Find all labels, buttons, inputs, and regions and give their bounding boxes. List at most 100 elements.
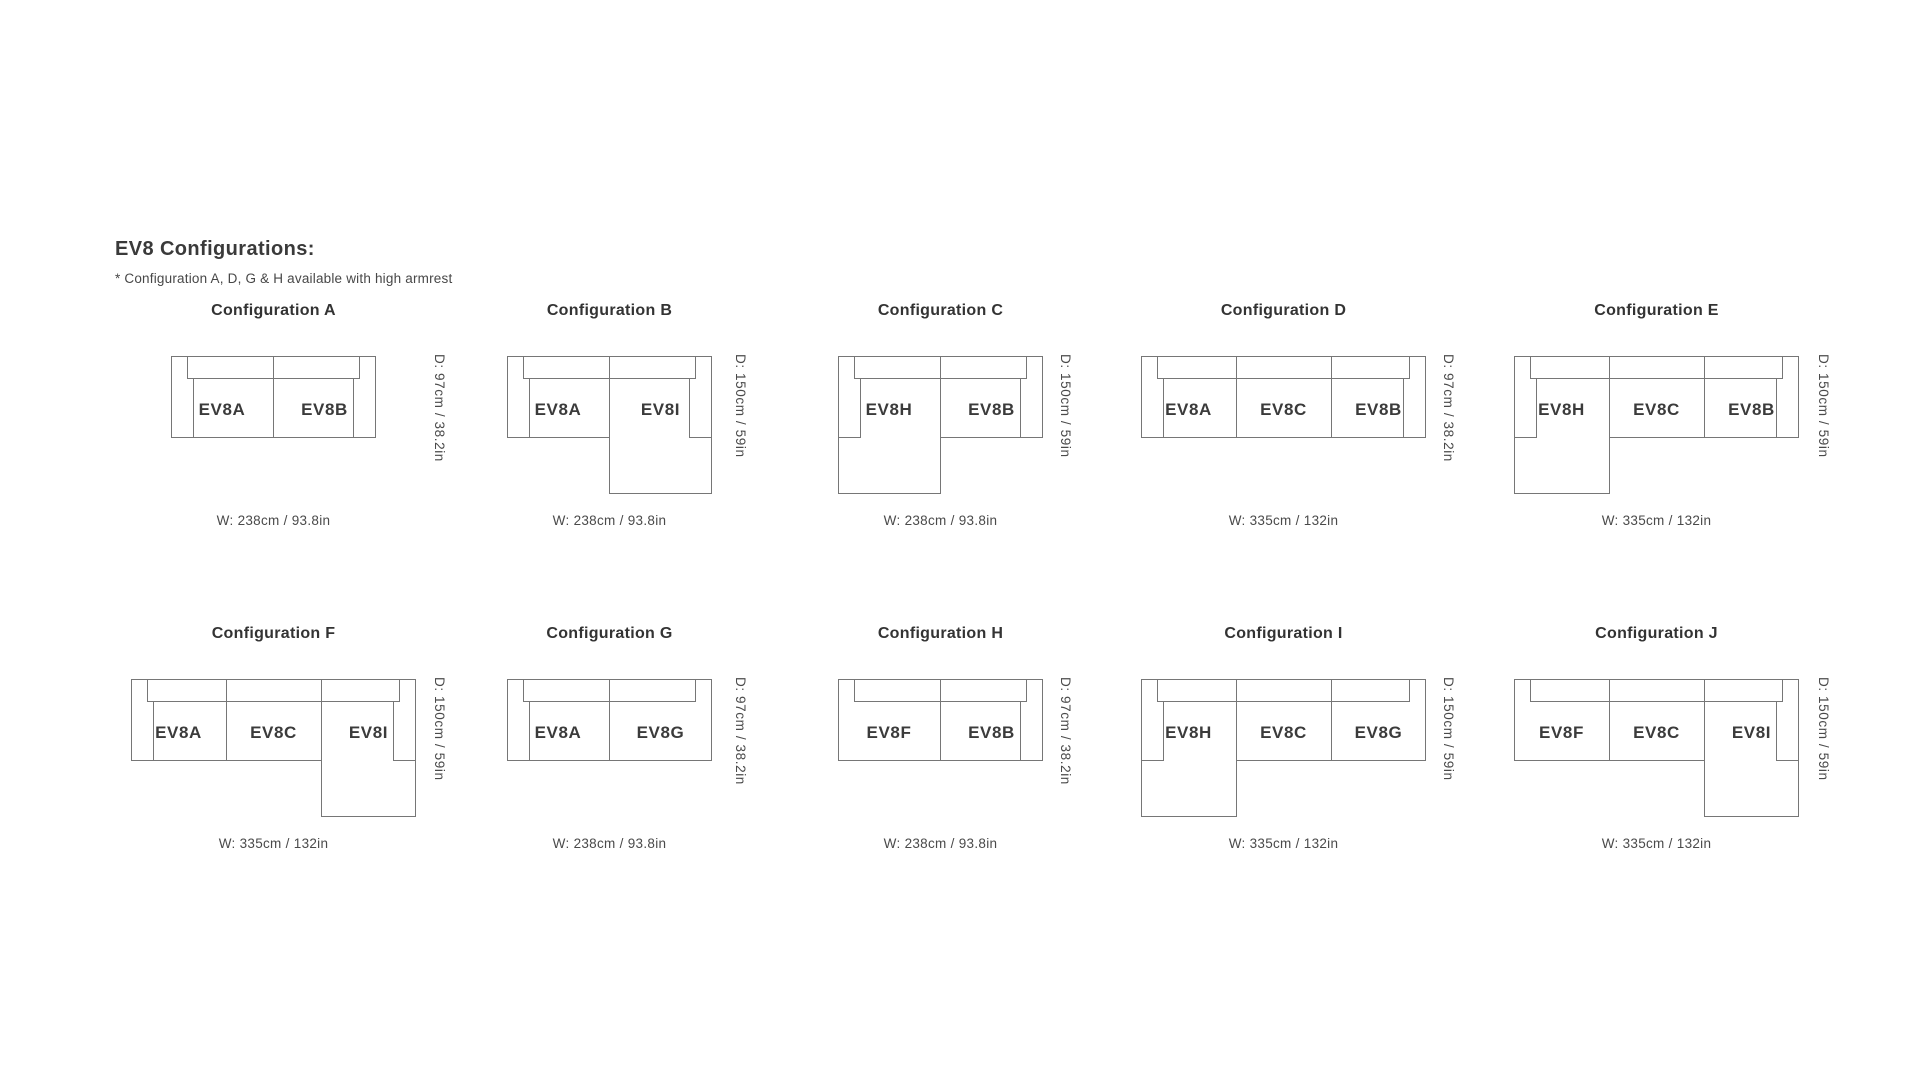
module-label: EV8C <box>1260 723 1307 742</box>
config-title: Configuration I <box>1224 625 1343 642</box>
armrest-right-line <box>1020 702 1021 761</box>
chaise-outline <box>1704 679 1799 817</box>
chaise-outline <box>838 356 941 494</box>
config-title: Configuration G <box>546 625 673 642</box>
module-label: EV8C <box>1633 400 1680 419</box>
depth-label: D: 150cm / 59in <box>733 354 748 458</box>
width-label: W: 335cm / 132in <box>218 836 329 851</box>
module-divider-line <box>1331 679 1332 761</box>
module-divider-line <box>226 679 227 761</box>
depth-label: D: 150cm / 59in <box>432 677 447 781</box>
config-title: Configuration F <box>211 625 336 642</box>
module-label: EV8A <box>155 723 202 742</box>
module-divider-line <box>940 679 941 761</box>
armrest-left-bottom-line <box>838 437 861 438</box>
width-label: W: 238cm / 93.8in <box>883 836 998 851</box>
module-label: EV8A <box>534 400 582 419</box>
armrest-right-bottom-line <box>1776 760 1799 761</box>
config-title: Configuration D <box>1220 302 1347 319</box>
module-label: EV8I <box>1731 723 1772 742</box>
armrest-left-line <box>860 379 861 438</box>
depth-label: D: 150cm / 59in <box>1058 354 1073 458</box>
config-cell-g: Configuration G EV8A EV8G D: 97cm / 38.2… <box>507 625 748 851</box>
module-label: EV8H <box>1538 400 1585 419</box>
depth-label: D: 150cm / 59in <box>1816 354 1831 458</box>
module-label: EV8B <box>968 400 1015 419</box>
armrest-left-line <box>1536 379 1537 438</box>
config-title: Configuration B <box>546 302 673 319</box>
config-title: Configuration J <box>1595 625 1718 642</box>
backrest-outline <box>1157 356 1410 379</box>
config-cell-c: Configuration C EV8H EV8B D: 150cm / 59i… <box>838 302 1073 528</box>
armrest-left-line <box>529 379 530 438</box>
armrest-left-line <box>1163 379 1164 438</box>
sofa-body-outline <box>1141 356 1426 438</box>
chaise-outline <box>609 356 712 494</box>
armrest-right-line <box>1403 379 1404 438</box>
chaise-outline <box>1514 356 1610 494</box>
sofa-diagram: EV8A EV8C EV8B <box>1141 356 1426 494</box>
depth-label: D: 97cm / 38.2in <box>1058 677 1073 785</box>
config-title: Configuration A <box>211 302 336 319</box>
sofa-diagram: EV8H EV8B <box>838 356 1043 494</box>
module-label: EV8B <box>968 723 1015 742</box>
module-label: EV8B <box>301 400 348 419</box>
module-divider-line <box>1609 679 1610 761</box>
sofa-diagram: EV8A EV8C EV8I <box>131 679 416 817</box>
depth-label: D: 97cm / 38.2in <box>733 677 748 785</box>
armrest-right-line <box>1776 379 1777 438</box>
config-cell-b: Configuration B EV8A EV8I D: 150cm / 59i… <box>507 302 748 528</box>
module-label: EV8F <box>1539 723 1584 742</box>
backrest-outline <box>1157 679 1410 702</box>
backrest-outline <box>523 356 696 379</box>
width-label: W: 238cm / 93.8in <box>883 513 998 528</box>
armrest-left-bottom-line <box>1141 760 1164 761</box>
config-cell-d: Configuration D EV8A EV8C EV8B D: 97cm /… <box>1141 302 1456 528</box>
sofa-diagram: EV8A EV8B <box>171 356 376 494</box>
chaise-outline <box>1141 679 1237 817</box>
config-title: Configuration E <box>1594 302 1719 319</box>
module-divider-line <box>1236 356 1237 438</box>
module-label: EV8B <box>1355 400 1402 419</box>
sofa-diagram: EV8F EV8B <box>838 679 1043 817</box>
sofa-diagram: EV8F EV8C EV8I <box>1514 679 1799 817</box>
armrest-right-bottom-line <box>689 437 712 438</box>
sofa-diagram: EV8A EV8I <box>507 356 712 494</box>
module-label: EV8I <box>348 723 389 742</box>
chaise-outline <box>321 679 416 817</box>
config-cell-a: Configuration A EV8A EV8B D: 97cm / 38.2… <box>171 302 447 528</box>
module-label: EV8H <box>1165 723 1212 742</box>
armrest-right-line <box>1776 702 1777 761</box>
depth-label: D: 97cm / 38.2in <box>432 354 447 462</box>
page-title: EV8 Configurations: <box>115 238 315 260</box>
module-label: EV8G <box>1354 723 1403 742</box>
depth-label: D: 97cm / 38.2in <box>1441 354 1456 462</box>
module-divider-line <box>1704 356 1705 438</box>
page-note: * Configuration A, D, G & H available wi… <box>115 271 453 286</box>
config-cell-f: Configuration F EV8A EV8C EV8I D: 150cm … <box>131 625 447 851</box>
depth-label: D: 150cm / 59in <box>1816 677 1831 781</box>
config-title: Configuration H <box>877 625 1004 642</box>
module-label: EV8C <box>1260 400 1307 419</box>
armrest-right-line <box>1020 379 1021 438</box>
module-label: EV8G <box>636 723 685 742</box>
backrest-outline <box>1530 679 1783 702</box>
config-title: Configuration C <box>877 302 1004 319</box>
module-label: EV8A <box>1165 400 1212 419</box>
armrest-left-line <box>193 379 194 438</box>
width-label: W: 335cm / 132in <box>1601 836 1712 851</box>
module-label: EV8A <box>534 723 582 742</box>
module-divider-line <box>1331 356 1332 438</box>
config-cell-j: Configuration J EV8F EV8C EV8I D: 150cm … <box>1514 625 1831 851</box>
module-divider-line <box>273 356 274 438</box>
width-label: W: 335cm / 132in <box>1228 513 1339 528</box>
module-divider-line <box>609 679 610 761</box>
module-label: EV8H <box>865 400 913 419</box>
module-label: EV8C <box>250 723 297 742</box>
sofa-diagram: EV8A EV8G <box>507 679 712 817</box>
config-cell-h: Configuration H EV8F EV8B D: 97cm / 38.2… <box>838 625 1073 851</box>
armrest-right-line <box>393 702 394 761</box>
armrest-right-line <box>689 379 690 438</box>
width-label: W: 335cm / 132in <box>1601 513 1712 528</box>
